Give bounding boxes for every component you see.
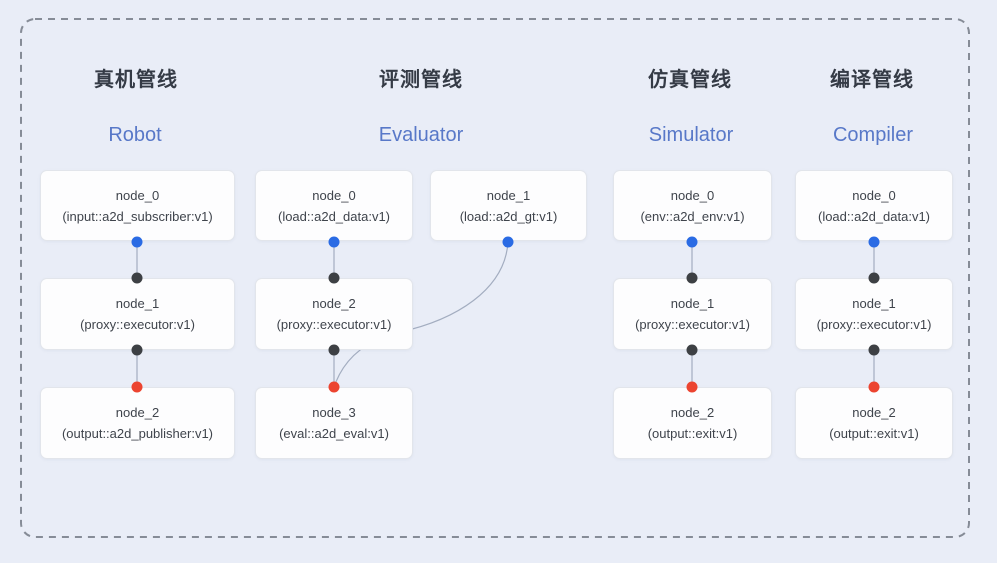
compiler-node-1: node_1 (proxy::executor:v1) — [795, 278, 953, 350]
node-title: node_2 — [312, 296, 356, 311]
evaluator-node-0: node_0 (load::a2d_data:v1) — [255, 170, 413, 241]
node-title: node_2 — [852, 405, 896, 420]
evaluator-node-0-output-port-dot — [328, 236, 340, 248]
simulator-node-0-output-port-dot — [686, 236, 698, 248]
pipeline-title-zh-compiler: 编译管线 — [830, 69, 914, 91]
robot-node-1: node_1 (proxy::executor:v1) — [40, 278, 235, 350]
evaluator-node-2-input-port-dot — [328, 272, 340, 284]
node-title: node_1 — [115, 296, 160, 311]
compiler-node-2: node_2 (output::exit:v1) — [795, 387, 953, 459]
node-type: (proxy::executor:v1) — [635, 317, 750, 332]
pipeline-title-en-compiler: Compiler — [832, 124, 914, 146]
simulator-node-0: node_0 (env::a2d_env:v1) — [613, 170, 772, 241]
compiler-node-0-output-port-dot — [868, 236, 880, 248]
node-title: node_1 — [670, 296, 715, 311]
compiler-node-0: node_0 (load::a2d_data:v1) — [795, 170, 953, 241]
robot-node-0-output-port-dot — [131, 236, 143, 248]
evaluator-node-1: node_1 (load::a2d_gt:v1) — [430, 170, 587, 241]
simulator-node-2-input-port-dot — [686, 381, 698, 393]
node-title: node_0 — [852, 187, 896, 203]
pipeline-title-zh-robot: 真机管线 — [94, 69, 178, 91]
robot-node-0: node_0 (input::a2d_subscriber:v1) — [40, 170, 235, 241]
node-type: (load::a2d_data:v1) — [817, 208, 931, 224]
node-title: node_2 — [115, 405, 160, 420]
node-type: (output::exit:v1) — [829, 426, 919, 441]
pipeline-title-en-simulator: Simulator — [648, 124, 734, 146]
node-title: node_0 — [670, 187, 715, 203]
node-type: (load::a2d_gt:v1) — [459, 208, 558, 224]
node-type: (eval::a2d_eval:v1) — [279, 426, 389, 441]
node-type: (proxy::executor:v1) — [816, 317, 932, 332]
pipeline-title-en-evaluator: Evaluator — [378, 124, 464, 146]
node-title: node_0 — [312, 187, 356, 203]
node-type: (output::exit:v1) — [647, 426, 738, 441]
dashed-frame — [20, 18, 970, 538]
evaluator-node-2-output-port-dot — [328, 344, 340, 356]
simulator-node-2: node_2 (output::exit:v1) — [613, 387, 772, 459]
node-type: (input::a2d_subscriber:v1) — [62, 208, 213, 224]
evaluator-node-3-input-port-dot — [328, 381, 340, 393]
node-title: node_1 — [852, 296, 896, 311]
pipeline-title-zh-simulator: 仿真管线 — [648, 69, 732, 91]
evaluator-node-3: node_3 (eval::a2d_eval:v1) — [255, 387, 413, 459]
compiler-node-1-input-port-dot — [868, 272, 880, 284]
compiler-node-2-input-port-dot — [868, 381, 880, 393]
robot-node-1-input-port-dot — [131, 272, 143, 284]
node-type: (env::a2d_env:v1) — [640, 208, 745, 224]
robot-node-2: node_2 (output::a2d_publisher:v1) — [40, 387, 235, 459]
pipeline-title-zh-evaluator: 评测管线 — [379, 69, 463, 91]
node-type: (proxy::executor:v1) — [80, 317, 195, 332]
evaluator-node-1-output-port-dot — [502, 236, 514, 248]
node-title: node_1 — [486, 187, 531, 203]
simulator-node-1-output-port-dot — [686, 344, 698, 356]
node-title: node_2 — [670, 405, 715, 420]
node-type: (load::a2d_data:v1) — [277, 208, 391, 224]
node-title: node_0 — [115, 187, 160, 203]
simulator-node-1-input-port-dot — [686, 272, 698, 284]
compiler-node-1-output-port-dot — [868, 344, 880, 356]
node-title: node_3 — [312, 405, 356, 420]
node-type: (proxy::executor:v1) — [276, 317, 392, 332]
simulator-node-1: node_1 (proxy::executor:v1) — [613, 278, 772, 350]
robot-node-2-input-port-dot — [131, 381, 143, 393]
evaluator-node-2: node_2 (proxy::executor:v1) — [255, 278, 413, 350]
node-type: (output::a2d_publisher:v1) — [61, 426, 214, 441]
pipeline-title-en-robot: Robot — [108, 124, 162, 146]
robot-node-1-output-port-dot — [131, 344, 143, 356]
